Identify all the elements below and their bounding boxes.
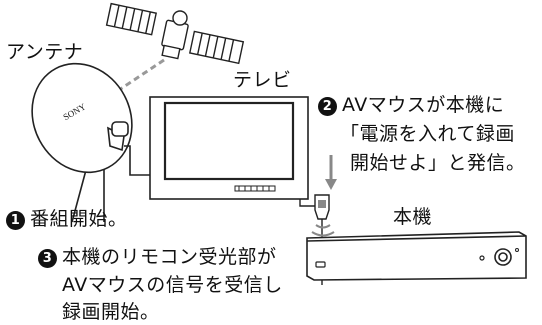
step-3-line-3: 録画開始。 — [62, 301, 160, 323]
av-mouse-icon — [314, 194, 330, 220]
step-2-line-2: 「電源を入れて録画 — [340, 123, 515, 145]
step-2-line-1: AVマウスが本機に — [342, 94, 505, 116]
step-2-badge: 2 — [318, 97, 337, 116]
unit-label: 本機 — [393, 206, 433, 228]
step-3-caption: 3 本機のリモコン受光部が — [38, 245, 277, 269]
step-2-line-3: 開始せよ」と発信。 — [350, 152, 526, 174]
step-3-line-1: 本機のリモコン受光部が — [62, 246, 277, 268]
step-1-caption: 1 番組開始。 — [6, 207, 128, 231]
av-mouse-signal-arrow — [325, 155, 337, 190]
step-1-badge: 1 — [6, 211, 25, 230]
antenna-label: アンテナ — [6, 41, 84, 63]
satellite-icon — [105, 2, 245, 65]
step-2-caption: 2 AVマウスが本機に — [318, 93, 504, 117]
step-3-line-2: AVマウスの信号を受信し — [62, 274, 283, 296]
antenna-dish-icon — [31, 62, 133, 223]
tv-icon — [149, 96, 309, 200]
antenna-cable — [124, 145, 150, 176]
step-3-badge: 3 — [38, 249, 57, 268]
step-1-line-1: 番組開始。 — [30, 208, 128, 230]
recorder-icon — [306, 231, 527, 281]
tv-label: テレビ — [233, 69, 292, 91]
